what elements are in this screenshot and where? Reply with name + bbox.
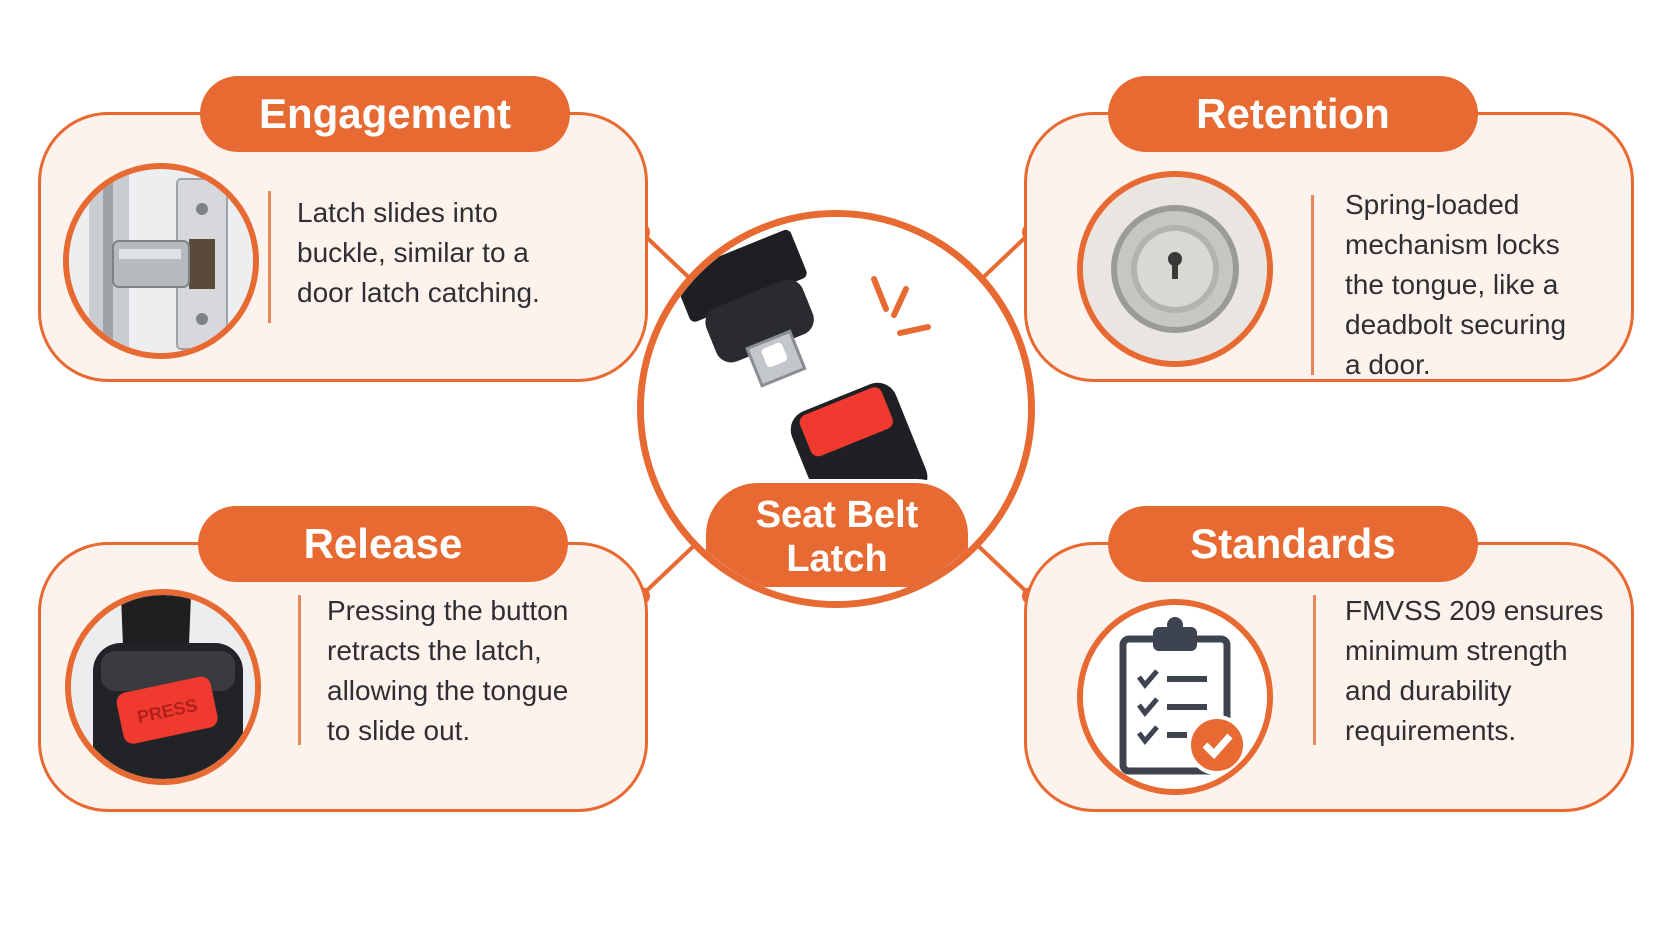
standards-text-line: requirements.: [1345, 715, 1517, 746]
standards-thumbnail: [1077, 599, 1273, 795]
retention-thumbnail: [1077, 171, 1273, 367]
deadbolt-lock-icon: [1083, 177, 1267, 361]
retention-text-line: Spring-loaded: [1345, 189, 1520, 220]
retention-description: Spring-loaded mechanism locks the tongue…: [1345, 185, 1625, 385]
engagement-title: Engagement: [200, 76, 570, 152]
retention-text-line: mechanism locks: [1345, 229, 1560, 260]
retention-text-line: the tongue, like a: [1345, 269, 1559, 300]
standards-description: FMVSS 209 ensures minimum strength and d…: [1345, 591, 1630, 751]
release-text-line: Pressing the button: [327, 595, 569, 626]
door-latch-icon: [69, 169, 253, 353]
retention-title: Retention: [1108, 76, 1478, 152]
release-text-line: to slide out.: [327, 715, 471, 746]
card-release: PRESS Pressing the button retracts the l…: [38, 542, 648, 812]
engagement-text-line: door latch catching.: [297, 277, 540, 308]
retention-text-line: a door.: [1345, 349, 1431, 380]
center-label-line2: Latch: [786, 538, 888, 580]
retention-text-line: deadbolt securing: [1345, 309, 1567, 340]
center-label-line1: Seat Belt: [755, 494, 919, 536]
release-thumbnail: PRESS: [65, 589, 261, 785]
standards-text-line: FMVSS 209 ensures: [1345, 595, 1604, 626]
standards-text-line: minimum strength: [1345, 635, 1568, 666]
retention-divider: [1311, 195, 1314, 375]
card-engagement: Latch slides into buckle, similar to a d…: [38, 112, 648, 382]
standards-title: Standards: [1108, 506, 1478, 582]
release-text-line: retracts the latch,: [327, 635, 542, 666]
engagement-text-line: buckle, similar to a: [297, 237, 529, 268]
engagement-description: Latch slides into buckle, similar to a d…: [297, 193, 627, 313]
clipboard-checklist-icon: [1083, 605, 1267, 789]
center-hub: Seat Belt Latch: [637, 210, 1035, 608]
standards-text-line: and durability: [1345, 675, 1512, 706]
card-retention: Spring-loaded mechanism locks the tongue…: [1024, 112, 1634, 382]
release-description: Pressing the button retracts the latch, …: [327, 591, 637, 751]
release-text-line: allowing the tongue: [327, 675, 569, 706]
standards-divider: [1313, 595, 1316, 745]
release-divider: [298, 595, 301, 745]
engagement-thumbnail: [63, 163, 259, 359]
card-standards: FMVSS 209 ensures minimum strength and d…: [1024, 542, 1634, 812]
release-title: Release: [198, 506, 568, 582]
engagement-divider: [268, 191, 271, 323]
center-label: Seat Belt Latch: [702, 479, 972, 591]
buckle-release-button-icon: PRESS: [71, 595, 255, 779]
engagement-text-line: Latch slides into: [297, 197, 498, 228]
